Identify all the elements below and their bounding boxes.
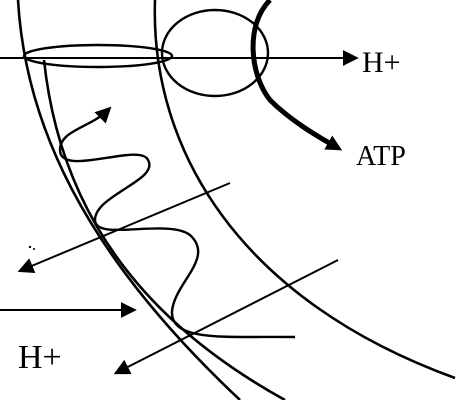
electron-transport-path: [60, 110, 295, 337]
atp-production-arrow: [253, 0, 338, 148]
speck-mark: [29, 246, 31, 248]
speck-mark: [33, 248, 35, 250]
proton-label-top: H+: [362, 46, 401, 79]
atp-synthase-stalk: [24, 45, 172, 67]
proton-pump-arrow-upper: [22, 183, 230, 270]
proton-pump-arrow-lower: [118, 260, 338, 372]
inner-curve-arc: [155, 0, 455, 378]
proton-label-bottom: H+: [18, 339, 62, 376]
atp-label: ATP: [356, 141, 406, 172]
